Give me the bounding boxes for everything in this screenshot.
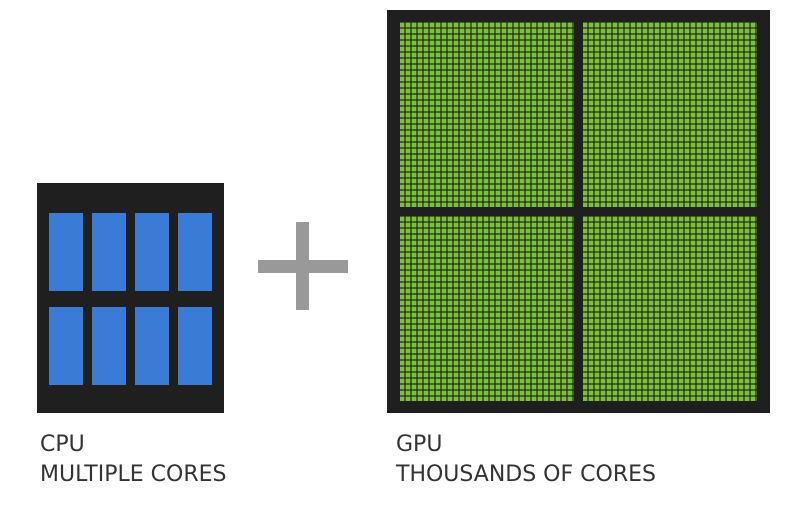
gpu-subtitle: THOUSANDS OF CORES <box>396 462 656 487</box>
cpu-core <box>178 307 212 385</box>
gpu-core-block <box>400 216 574 401</box>
cpu-core <box>135 307 169 385</box>
cpu-title: CPU <box>40 432 85 457</box>
gpu-core-block <box>400 22 574 207</box>
gpu-title: GPU <box>396 432 443 457</box>
gpu-core-block <box>583 22 757 207</box>
plus-vertical-bar <box>296 222 309 310</box>
cpu-chip <box>37 183 224 413</box>
cpu-core <box>135 213 169 291</box>
gpu-label: GPU THOUSANDS OF CORES <box>396 430 656 490</box>
plus-icon <box>258 222 348 310</box>
gpu-core-block <box>583 216 757 401</box>
cpu-core <box>178 213 212 291</box>
cpu-label: CPU MULTIPLE CORES <box>40 430 226 490</box>
cpu-core <box>92 213 126 291</box>
cpu-core <box>49 213 83 291</box>
cpu-core <box>92 307 126 385</box>
cpu-subtitle: MULTIPLE CORES <box>40 462 227 487</box>
gpu-chip <box>387 10 770 413</box>
cpu-core <box>49 307 83 385</box>
